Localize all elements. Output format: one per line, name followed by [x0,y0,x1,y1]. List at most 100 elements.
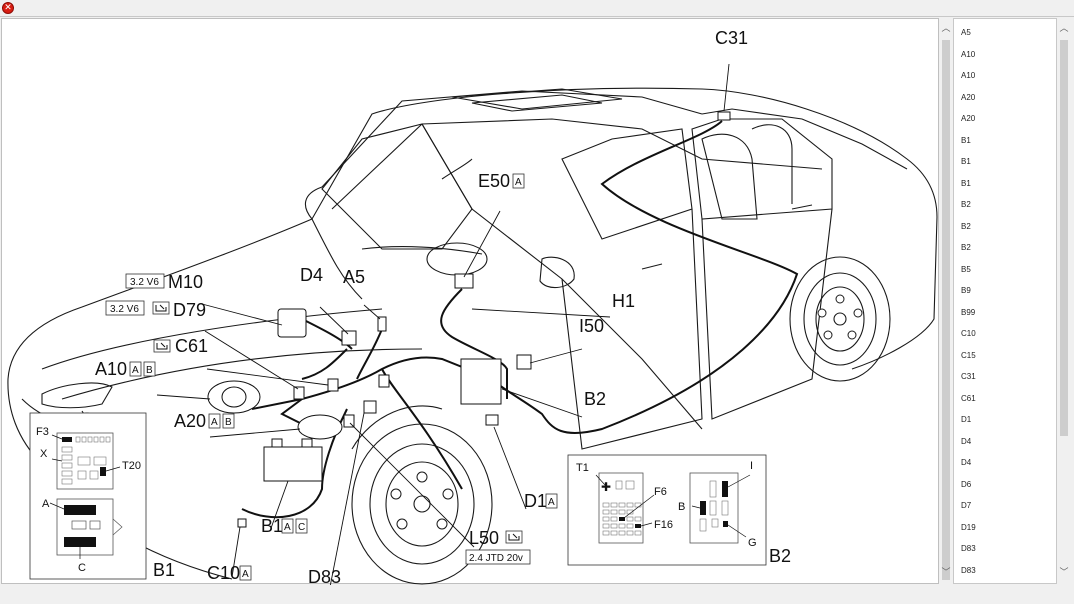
d4-connector [341,330,357,346]
label-d79: D79 [173,300,206,320]
svg-text:A: A [242,569,249,580]
inset-b1-title: B1 [153,560,175,580]
fuse-box-b2 [460,358,502,405]
svg-text:A: A [42,498,50,510]
leader-lines [156,63,730,585]
label-b1: B1 [261,516,283,536]
i50-connector [516,354,532,370]
label-a10: A10 [95,359,127,379]
status-bar [0,585,1074,604]
wheel-details [390,294,863,530]
list-item[interactable]: A20 [961,114,976,123]
svg-text:G: G [748,537,757,549]
label-c61: C61 [175,336,208,356]
fuel-icons [155,304,520,541]
scroll-up-icon[interactable]: ︿ [941,24,951,34]
a5-connector [377,316,387,332]
list-item[interactable]: C61 [961,393,976,403]
inset-b2: ✚ T1 F6 F16 [567,454,791,566]
scroll-down-icon[interactable]: ﹀ [941,568,951,578]
list-item[interactable]: C10 [961,329,976,338]
m10-module [277,308,307,338]
svg-text:T1: T1 [576,462,589,474]
label-c10: C10 [207,563,240,583]
list-item[interactable]: D7 [961,501,972,510]
tag-texts: A 3.2 V6 3.2 V6 A B A B A A C A 2.4 JTD … [110,177,555,580]
svg-text:I: I [750,460,753,472]
diagram-scroll-thumb[interactable] [942,40,950,580]
d1-connector [485,414,499,426]
list-item[interactable]: B2 [961,221,971,231]
car-wiring-diagram: C31 E50 M10 D79 D4 A5 H1 I50 C61 A10 A20… [7,28,938,585]
label-d1: D1 [524,491,547,511]
close-button[interactable]: ✕ [2,2,14,14]
svg-text:3.2 V6: 3.2 V6 [110,304,139,315]
wiring-diagram-view[interactable]: C31 E50 M10 D79 D4 A5 H1 I50 C61 A10 A20… [1,18,939,585]
svg-text:B: B [678,501,685,513]
svg-text:A: A [284,522,291,533]
inset-b2-title: B2 [769,546,791,566]
l50-connector [343,414,355,428]
svg-text:A: A [211,417,218,428]
list-item[interactable]: A20 [961,92,976,102]
list-item[interactable]: C31 [961,372,976,381]
c61-connector [327,378,339,392]
label-d4: D4 [300,265,323,285]
a5-lower-connector [378,374,390,388]
label-a5: A5 [343,267,365,287]
list-item[interactable]: D6 [961,479,972,489]
title-bar: ✕ [0,0,1074,17]
diagram-scrollbar[interactable]: ︿ ﹀ [939,18,953,584]
battery-b1 [263,446,323,482]
starter-a20 [297,414,343,440]
svg-text:B: B [225,417,232,428]
list-item[interactable]: B1 [961,178,971,188]
c31-connector [717,111,731,121]
list-item[interactable]: D4 [961,436,972,446]
list-item[interactable]: D1 [961,415,972,424]
svg-text:B: B [146,365,153,376]
list-item[interactable]: B1 [961,157,971,166]
list-item[interactable]: A5 [961,28,971,37]
label-a20: A20 [174,411,206,431]
label-c31: C31 [715,28,748,48]
svg-text:F16: F16 [654,519,673,531]
list-item[interactable]: A10 [961,71,976,80]
list-item[interactable]: D83 [961,544,976,553]
label-i50: I50 [579,316,604,336]
e50-connector [454,273,474,289]
list-item[interactable]: A10 [961,49,976,59]
component-labels: C31 E50 M10 D79 D4 A5 H1 I50 C61 A10 A20… [95,28,748,585]
list-item[interactable]: B9 [961,286,971,295]
svg-text:✚: ✚ [601,480,611,494]
list-item[interactable]: C15 [961,350,976,360]
list-item[interactable]: B2 [961,243,971,252]
list-scrollbar[interactable]: ︿ ﹀ [1057,18,1071,584]
list-item[interactable]: B2 [961,200,971,209]
list-scroll-thumb[interactable] [1060,40,1068,436]
connectors [207,111,731,528]
svg-text:C: C [298,522,305,533]
list-item[interactable]: B5 [961,264,971,274]
svg-text:C: C [78,562,86,574]
svg-text:F6: F6 [654,486,667,498]
list-item[interactable]: D4 [961,458,972,467]
d83-connector [363,400,377,414]
wiring-harness [241,120,799,519]
label-m10: M10 [168,272,203,292]
inset-b1: F3 X T20 A C B1 [29,412,175,580]
list-scroll-up-icon[interactable]: ︿ [1059,24,1069,34]
list-item[interactable]: D83 [961,565,976,575]
label-e50: E50 [478,171,510,191]
svg-text:T20: T20 [122,460,141,472]
list-scroll-down-icon[interactable]: ﹀ [1059,568,1069,578]
label-h1: H1 [612,291,635,311]
c10-connector [237,518,247,528]
svg-text:2.4 JTD 20v: 2.4 JTD 20v [469,553,523,564]
car-outline [7,87,938,585]
list-item[interactable]: B99 [961,307,976,317]
list-item[interactable]: B1 [961,135,971,145]
list-item[interactable]: D19 [961,522,976,532]
label-d83: D83 [308,567,341,585]
